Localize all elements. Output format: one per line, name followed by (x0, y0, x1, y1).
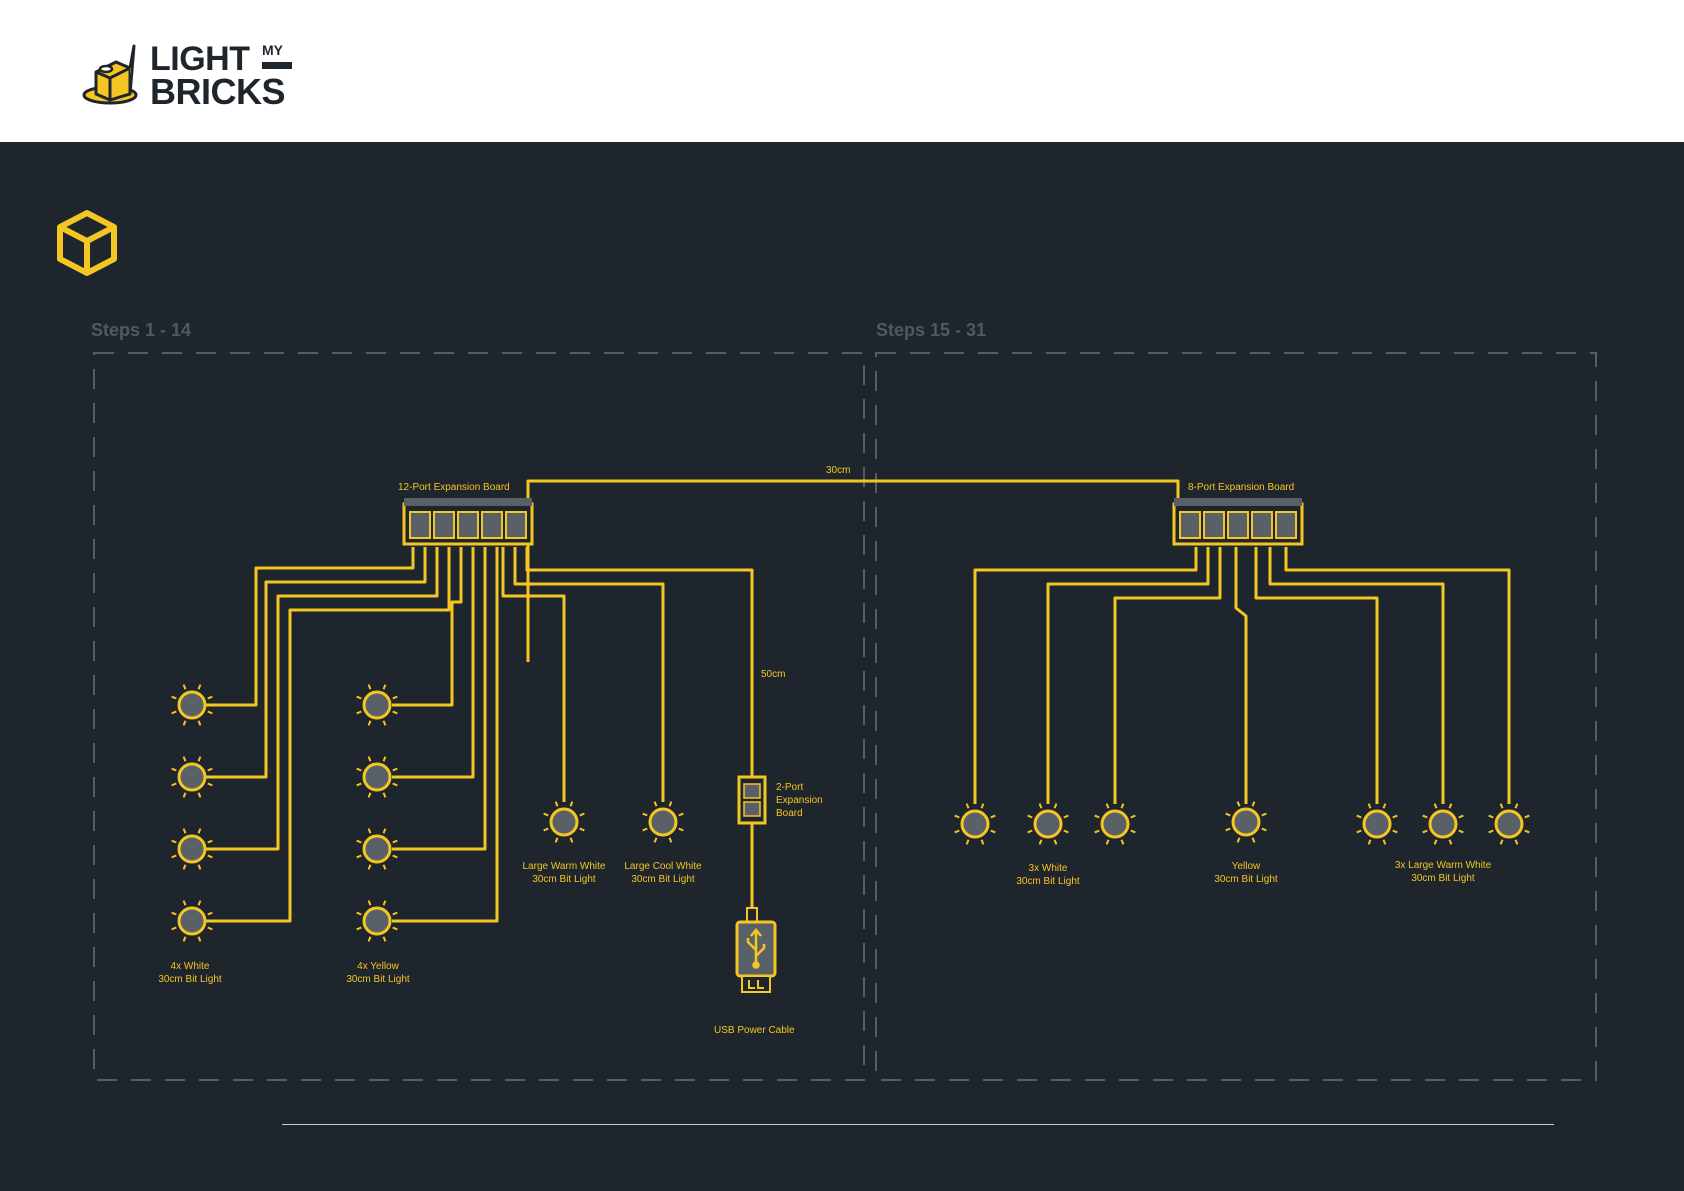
board-12-label: 12-Port Expansion Board (398, 482, 510, 493)
bulb-icon (356, 684, 398, 726)
board-12-port: 12-Port Expansion Board (398, 482, 534, 546)
cable-length-30cm: 30cm (826, 465, 850, 476)
wire-large-warm (501, 547, 566, 802)
wire-yellow-3 (392, 547, 487, 851)
wiring-diagram: 12-Port Expansion Board 8-Port Expansion… (93, 352, 1597, 1081)
bulb-icon (642, 801, 684, 843)
wire-white-2 (205, 547, 427, 779)
label-3x-white-line1: 3x White (1029, 863, 1068, 874)
wire-3x-large-2 (1268, 547, 1445, 804)
label-large-warm-line1: Large Warm White (523, 861, 606, 872)
diagram-area: Steps 1 - 14 Steps 15 - 31 (0, 142, 1684, 1191)
usb-label: USB Power Cable (714, 1025, 795, 1036)
wire-3x-white-1 (973, 547, 1198, 804)
label-yellow-line1: Yellow (1232, 861, 1261, 872)
bulb-icon (1488, 803, 1530, 845)
wire-white-1 (205, 547, 415, 707)
bulb-icon (171, 684, 213, 726)
board-2-label-line2: Expansion (776, 795, 823, 806)
frame-steps-1-14 (93, 352, 865, 1081)
bulb-icon (1027, 803, 1069, 845)
board-8-port: 8-Port Expansion Board (1172, 482, 1304, 546)
cable-length-50cm: 50cm (761, 669, 785, 680)
bulb-icon (1225, 801, 1267, 843)
label-yellow-4x-line1: 4x Yellow (357, 961, 399, 972)
wire-large-cool (513, 547, 665, 802)
wire-yellow-2 (392, 547, 475, 779)
wires (205, 479, 1511, 923)
bulbs-layer (171, 684, 1530, 942)
wire-3x-white-3 (1113, 547, 1222, 804)
logo-word-bricks: BRICKS (150, 71, 286, 112)
label-yellow-line2: 30cm Bit Light (1214, 874, 1278, 885)
label-3x-large-warm-line1: 3x Large Warm White (1395, 860, 1492, 871)
wire-3x-white-2 (1046, 547, 1210, 804)
bulb-icon (171, 900, 213, 942)
bulb-icon (171, 756, 213, 798)
logo-brick-icon (82, 44, 138, 105)
brand-logo[interactable]: LIGHT MY BRICKS (82, 38, 302, 114)
bulb-icon (356, 756, 398, 798)
bulb-icon (543, 801, 585, 843)
label-large-warm-line2: 30cm Bit Light (532, 874, 596, 885)
light-labels: 4x White 30cm Bit Light 4x Yellow 30cm B… (158, 860, 1491, 985)
label-large-cool-line1: Large Cool White (624, 861, 702, 872)
logo-underline (262, 62, 292, 69)
label-3x-white-line2: 30cm Bit Light (1016, 876, 1080, 887)
board-2-port: 2-Port Expansion Board (737, 775, 823, 825)
wire-to-2port (525, 547, 754, 782)
cube-icon (57, 210, 117, 276)
logo-word-my: MY (262, 42, 283, 58)
bulb-icon (356, 828, 398, 870)
wire-white-4 (205, 547, 451, 923)
bulb-icon (356, 900, 398, 942)
bulb-icon (1094, 803, 1136, 845)
label-white-4x-line2: 30cm Bit Light (158, 974, 222, 985)
logo-word-light: LIGHT (150, 40, 250, 78)
bulb-icon (171, 828, 213, 870)
label-yellow-4x-line2: 30cm Bit Light (346, 974, 410, 985)
wire-yellow-4 (392, 547, 499, 923)
footer-divider (282, 1124, 1554, 1125)
bulb-icon (1356, 803, 1398, 845)
bulb-icon (1422, 803, 1464, 845)
frame-steps-15-31 (875, 352, 1597, 1081)
section-title-steps-15-31: Steps 15 - 31 (876, 320, 987, 340)
wire-3x-large-3 (1284, 547, 1511, 804)
board-2-label-line1: 2-Port (776, 782, 803, 793)
header-bar: LIGHT MY BRICKS (0, 0, 1684, 142)
wire-3x-large-1 (1254, 547, 1379, 804)
wire-yellow-1 (392, 547, 463, 707)
section-title-steps-1-14: Steps 1 - 14 (91, 320, 192, 340)
usb-icon (746, 928, 766, 969)
label-white-4x-line1: 4x White (171, 961, 210, 972)
board-8-label: 8-Port Expansion Board (1188, 482, 1294, 493)
board-2-label-line3: Board (776, 808, 803, 819)
wire-yellow-single (1234, 547, 1248, 804)
wire-white-3 (205, 547, 439, 851)
usb-plug: USB Power Cable (714, 907, 795, 1036)
bulb-icon (954, 803, 996, 845)
label-large-cool-line2: 30cm Bit Light (631, 874, 695, 885)
label-3x-large-warm-line2: 30cm Bit Light (1411, 873, 1475, 884)
